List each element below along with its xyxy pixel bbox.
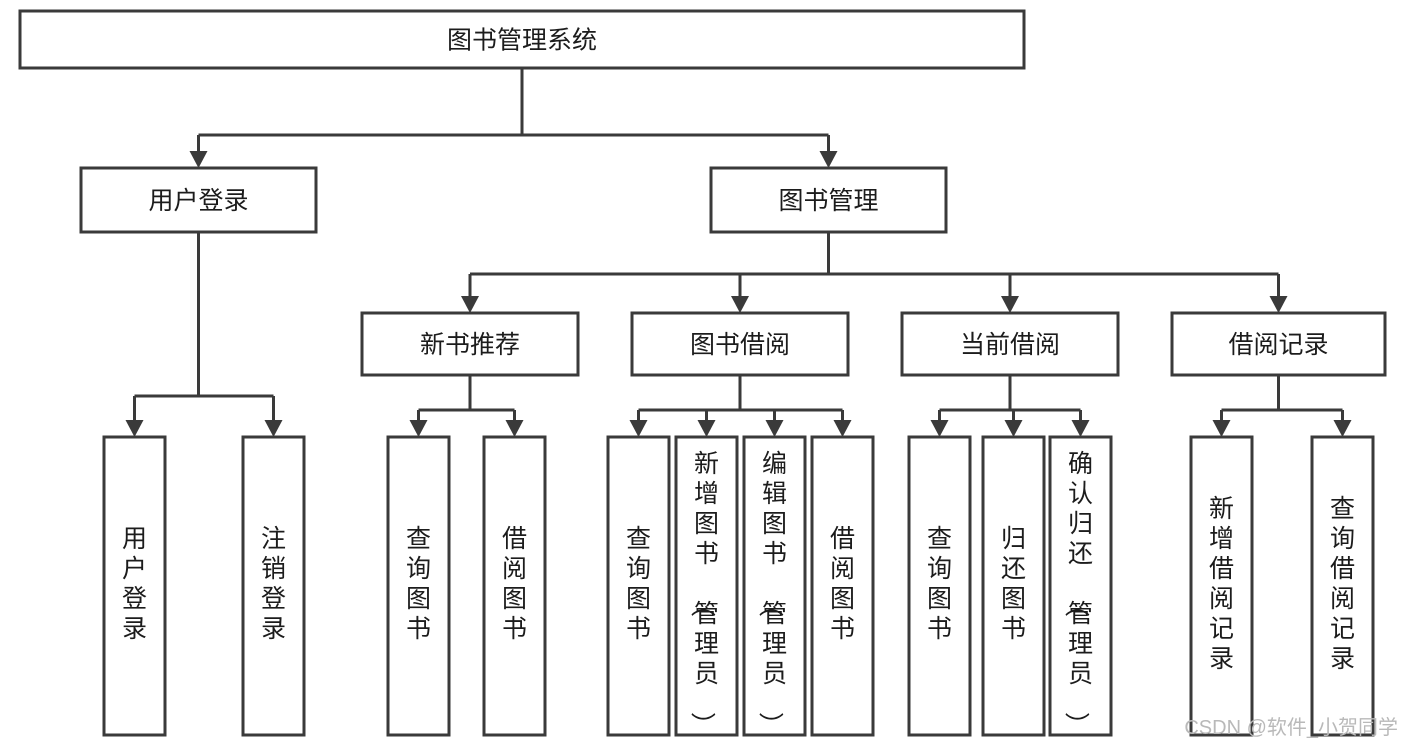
node-label-root: 图书管理系统 <box>447 27 597 55</box>
node-label-leaf-add-book: 新增图书（管理员） <box>688 450 719 737</box>
node-box-leaf-confirm-return <box>1048 435 1113 737</box>
node-label-book-borrow: 图书借阅 <box>690 331 790 359</box>
node-box-book-borrow <box>630 311 850 377</box>
node-box-current-borrow <box>900 311 1120 377</box>
node-label-leaf-borrow-book-rec: 借阅图书 <box>502 525 527 643</box>
node-box-leaf-user-login <box>102 435 167 737</box>
node-leaf-add-borrow-record[interactable]: 新增借阅记录 <box>1189 435 1254 737</box>
node-box-leaf-query-borrow-record <box>1310 435 1375 737</box>
node-label-leaf-query-book-current: 查询图书 <box>927 525 952 643</box>
node-leaf-return-book[interactable]: 归还图书 <box>981 435 1046 737</box>
csdn-watermark: CSDN @软件_小贺同学 <box>1184 716 1398 739</box>
node-label-leaf-edit-book: 编辑图书（管理员） <box>756 450 787 737</box>
node-leaf-add-book[interactable]: 新增图书（管理员） <box>674 435 739 737</box>
node-root[interactable]: 图书管理系统 <box>18 9 1026 70</box>
node-box-leaf-query-book-rec <box>386 435 451 737</box>
node-label-leaf-confirm-return: 确认归还（管理员） <box>1062 450 1093 737</box>
node-label-new-book-recommend: 新书推荐 <box>420 331 520 359</box>
node-leaf-borrow-book-rec[interactable]: 借阅图书 <box>482 435 547 737</box>
node-leaf-query-book-current[interactable]: 查询图书 <box>907 435 972 737</box>
node-book-manage[interactable]: 图书管理 <box>709 166 948 234</box>
node-label-leaf-query-book-rec: 查询图书 <box>406 525 431 643</box>
node-box-leaf-query-book-current <box>907 435 972 737</box>
node-leaf-query-book-borrow[interactable]: 查询图书 <box>606 435 671 737</box>
connector-edges-layer <box>125 68 1352 437</box>
node-label-user-login: 用户登录 <box>148 187 248 215</box>
node-leaf-query-borrow-record[interactable]: 查询借阅记录 <box>1310 435 1375 737</box>
node-new-book-recommend[interactable]: 新书推荐 <box>360 311 580 377</box>
node-label-leaf-add-borrow-record: 新增借阅记录 <box>1209 495 1234 673</box>
node-box-user-login <box>79 166 318 234</box>
node-leaf-user-login[interactable]: 用户登录 <box>102 435 167 737</box>
node-box-leaf-add-book <box>674 435 739 737</box>
node-leaf-user-logout[interactable]: 注销登录 <box>241 435 306 737</box>
node-book-borrow[interactable]: 图书借阅 <box>630 311 850 377</box>
node-leaf-confirm-return[interactable]: 确认归还（管理员） <box>1048 435 1113 737</box>
node-label-leaf-user-login: 用户登录 <box>122 525 147 643</box>
node-label-leaf-query-book-borrow: 查询图书 <box>626 525 651 643</box>
node-leaf-edit-book[interactable]: 编辑图书（管理员） <box>742 435 807 737</box>
node-label-leaf-query-borrow-record: 查询借阅记录 <box>1330 495 1355 673</box>
node-box-root <box>18 9 1026 70</box>
node-box-leaf-user-logout <box>241 435 306 737</box>
node-label-leaf-borrow-book: 借阅图书 <box>830 525 855 643</box>
node-label-book-manage: 图书管理 <box>778 187 878 215</box>
node-borrow-record[interactable]: 借阅记录 <box>1170 311 1387 377</box>
node-leaf-borrow-book[interactable]: 借阅图书 <box>810 435 875 737</box>
node-box-leaf-edit-book <box>742 435 807 737</box>
node-box-borrow-record <box>1170 311 1387 377</box>
node-label-leaf-return-book: 归还图书 <box>1001 525 1026 643</box>
node-leaf-query-book-rec[interactable]: 查询图书 <box>386 435 451 737</box>
node-label-borrow-record: 借阅记录 <box>1228 331 1328 359</box>
node-current-borrow[interactable]: 当前借阅 <box>900 311 1120 377</box>
node-box-leaf-query-book-borrow <box>606 435 671 737</box>
node-box-leaf-borrow-book <box>810 435 875 737</box>
node-label-current-borrow: 当前借阅 <box>960 331 1060 359</box>
node-box-new-book-recommend <box>360 311 580 377</box>
node-boxes-layer: 图书管理系统用户登录图书管理新书推荐图书借阅当前借阅借阅记录用户登录注销登录查询… <box>18 9 1387 737</box>
node-box-leaf-borrow-book-rec <box>482 435 547 737</box>
node-box-leaf-add-borrow-record <box>1189 435 1254 737</box>
node-label-leaf-user-logout: 注销登录 <box>261 525 286 643</box>
node-box-book-manage <box>709 166 948 234</box>
node-user-login[interactable]: 用户登录 <box>79 166 318 234</box>
node-box-leaf-return-book <box>981 435 1046 737</box>
